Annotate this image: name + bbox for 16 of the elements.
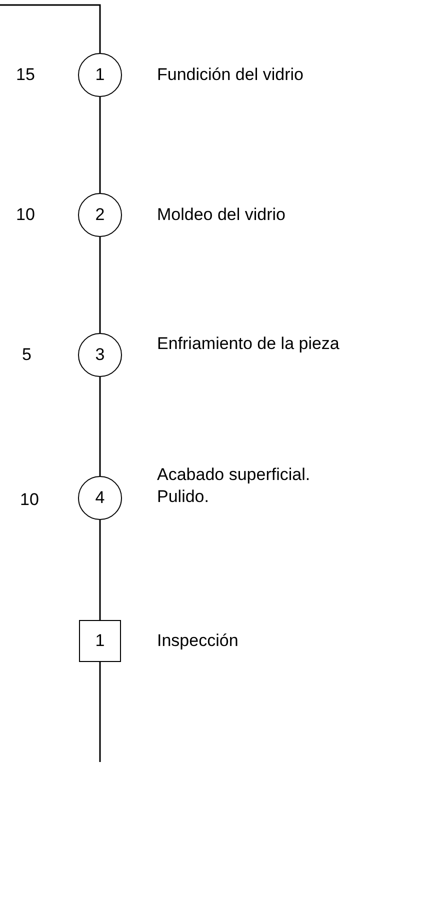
connector-line <box>99 662 101 762</box>
step-description: Fundición del vidrio <box>157 64 304 86</box>
step-description: Acabado superficial. Pulido. <box>157 464 312 508</box>
connector-line <box>99 377 101 476</box>
connector-line <box>99 237 101 333</box>
step-description: Moldeo del vidrio <box>157 204 287 226</box>
time-value: 15 <box>16 64 35 86</box>
time-value: 10 <box>20 489 39 511</box>
inspection-box: 1 <box>79 620 121 662</box>
step-description: Enfriamiento de la pieza <box>157 333 340 355</box>
connector-line <box>99 520 101 620</box>
time-value: 5 <box>22 344 32 366</box>
connector-line <box>99 97 101 193</box>
time-value: 10 <box>16 204 35 226</box>
connector-line <box>0 4 101 53</box>
step-description: Inspección <box>157 630 240 652</box>
